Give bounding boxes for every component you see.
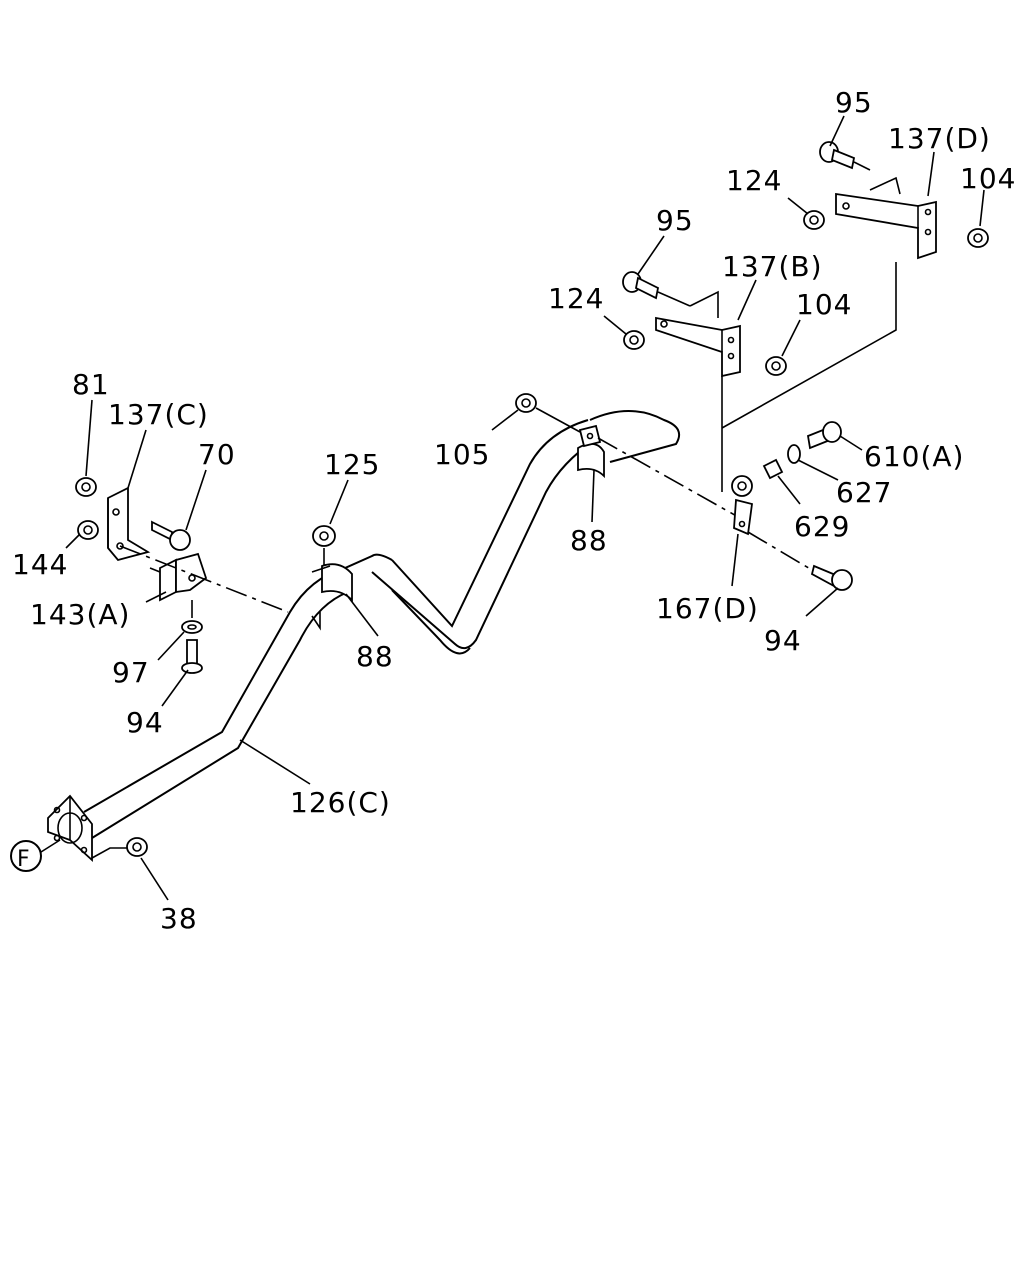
nut-38 — [126, 837, 169, 901]
label-125: 125 — [324, 448, 380, 481]
bolt-94-right — [810, 564, 853, 591]
clamp-88-right — [577, 424, 605, 479]
bracket-137b — [655, 290, 741, 378]
label-137d: 137(D) — [888, 122, 991, 155]
label-167d: 167(D) — [656, 592, 759, 625]
label-95-mid: 95 — [656, 204, 694, 237]
label-81: 81 — [72, 368, 110, 401]
label-144: 144 — [12, 548, 68, 581]
hanger-167d — [731, 475, 753, 536]
dash-167d — [747, 531, 813, 571]
label-137b: 137(B) — [722, 250, 823, 283]
bolt-94-left — [181, 639, 203, 674]
label-88-left: 88 — [356, 640, 394, 673]
nut-124-b — [623, 330, 645, 350]
nut-144 — [77, 520, 99, 540]
bracket-137d — [835, 176, 937, 260]
label-124-mid: 124 — [548, 282, 604, 315]
nut-125 — [312, 525, 336, 566]
label-88-right: 88 — [570, 524, 608, 557]
nut-105 — [515, 393, 581, 433]
clamp-88-left — [311, 563, 353, 631]
label-95-top: 95 — [835, 86, 873, 119]
marker-f: F — [17, 847, 31, 872]
label-70: 70 — [198, 438, 236, 471]
bolt-610a — [806, 421, 842, 450]
label-627: 627 — [836, 476, 892, 509]
washer-627 — [787, 444, 801, 464]
label-629: 629 — [794, 510, 850, 543]
front-marker: F — [10, 839, 61, 872]
dash-left-bracket — [119, 545, 289, 613]
washer-97 — [181, 620, 203, 634]
nut-104-b — [765, 356, 787, 376]
label-97: 97 — [112, 656, 150, 689]
bolt-95-b — [622, 271, 691, 307]
label-38: 38 — [160, 902, 198, 935]
label-94-left: 94 — [126, 706, 164, 739]
part-labels: 95 137(D) 124 104 95 137(B) 124 104 81 1… — [12, 86, 1016, 935]
hanger-143a — [149, 552, 208, 602]
dash-right-clamp — [597, 437, 741, 519]
spacer-629 — [762, 458, 784, 480]
exhaust-pipe-126c — [83, 410, 680, 839]
label-124-top: 124 — [726, 164, 782, 197]
label-104-mid: 104 — [796, 288, 852, 321]
label-126c: 126(C) — [290, 786, 391, 819]
label-105: 105 — [434, 438, 490, 471]
nut-124-d — [803, 210, 825, 230]
bolt-95-d — [819, 141, 871, 171]
link-line-d — [721, 262, 897, 429]
label-104-top: 104 — [960, 162, 1016, 195]
label-143a: 143(A) — [30, 598, 130, 631]
nut-81 — [75, 477, 97, 497]
label-137c: 137(C) — [108, 398, 209, 431]
leader-lines — [65, 115, 985, 785]
label-94-right: 94 — [764, 624, 802, 657]
front-flange — [47, 794, 130, 863]
bolt-70 — [151, 520, 191, 551]
nut-104-d — [967, 228, 989, 248]
label-610a: 610(A) — [864, 440, 964, 473]
